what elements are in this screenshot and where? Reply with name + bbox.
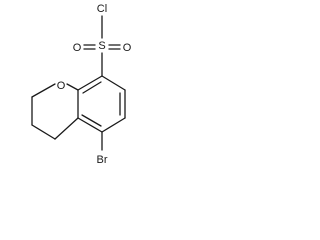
bond-o1-c2 — [31, 83, 56, 98]
bond-c3-c4 — [31, 124, 56, 140]
atom-label-chlorine: Cl — [97, 3, 107, 15]
bond-c6-c5-double — [81, 114, 102, 127]
bond-c8a-o1 — [66, 83, 79, 91]
bond-c4a-c8a — [77, 75, 103, 91]
bond-c7-c6 — [101, 117, 126, 133]
bond-c4a-c8a-double — [82, 81, 102, 94]
bond-c8a-c8 — [101, 75, 126, 91]
molecule-structure-diagram: Cl S O O O Br — [31, 3, 132, 166]
structure-canvas: Cl S O O O Br — [0, 0, 190, 178]
atom-label-bromine: Br — [97, 154, 108, 166]
atom-label-oxygen-left: O — [73, 42, 82, 54]
atom-label-oxygen-right: O — [123, 42, 132, 54]
atom-label-sulfur: S — [98, 40, 105, 52]
atom-label-oxygen-ring: O — [57, 80, 66, 92]
bond-c6-c5 — [77, 117, 103, 133]
bond-c4-c4a — [54, 117, 79, 140]
